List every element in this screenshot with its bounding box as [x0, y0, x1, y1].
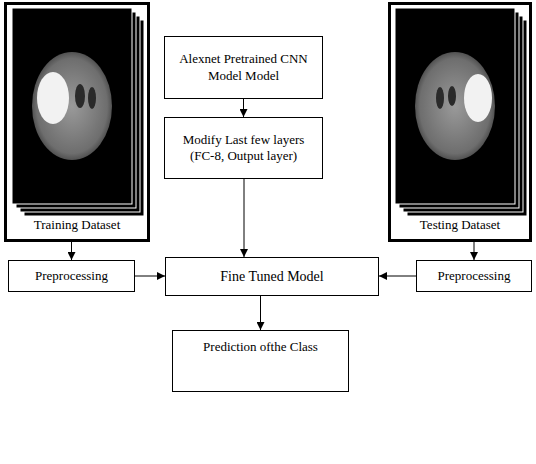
box-label: Alexnet Pretrained CNN Model Model — [173, 51, 314, 84]
training-mri-stack — [12, 8, 144, 216]
box-label: Preprocessing — [438, 268, 511, 284]
process-box: Fine Tuned Model — [165, 257, 379, 296]
box-label: Prediction ofthe Class — [203, 339, 318, 355]
flow-arrow — [243, 99, 244, 117]
flow-arrow — [474, 242, 475, 260]
dataset-box: Testing Dataset — [388, 2, 532, 242]
process-box: Modify Last few layers (FC-8, Output lay… — [164, 117, 323, 179]
dataset-box: Training Dataset — [4, 2, 150, 242]
flow-arrow — [379, 276, 416, 277]
flow-arrow — [71, 242, 72, 260]
process-box: Preprocessing — [8, 260, 135, 292]
testing-mri-stack — [395, 8, 527, 216]
output-box: Prediction ofthe Class — [172, 330, 349, 392]
box-label: Fine Tuned Model — [220, 268, 323, 286]
process-box: Alexnet Pretrained CNN Model Model — [164, 36, 323, 99]
box-label: Training Dataset — [32, 217, 123, 233]
box-label: Testing Dataset — [418, 217, 502, 233]
box-label: Preprocessing — [35, 268, 108, 284]
flow-arrow — [135, 276, 165, 277]
flow-arrow — [244, 179, 245, 257]
process-box: Preprocessing — [416, 260, 532, 292]
box-label: Modify Last few layers (FC-8, Output lay… — [173, 132, 314, 165]
flow-arrow — [260, 296, 261, 330]
